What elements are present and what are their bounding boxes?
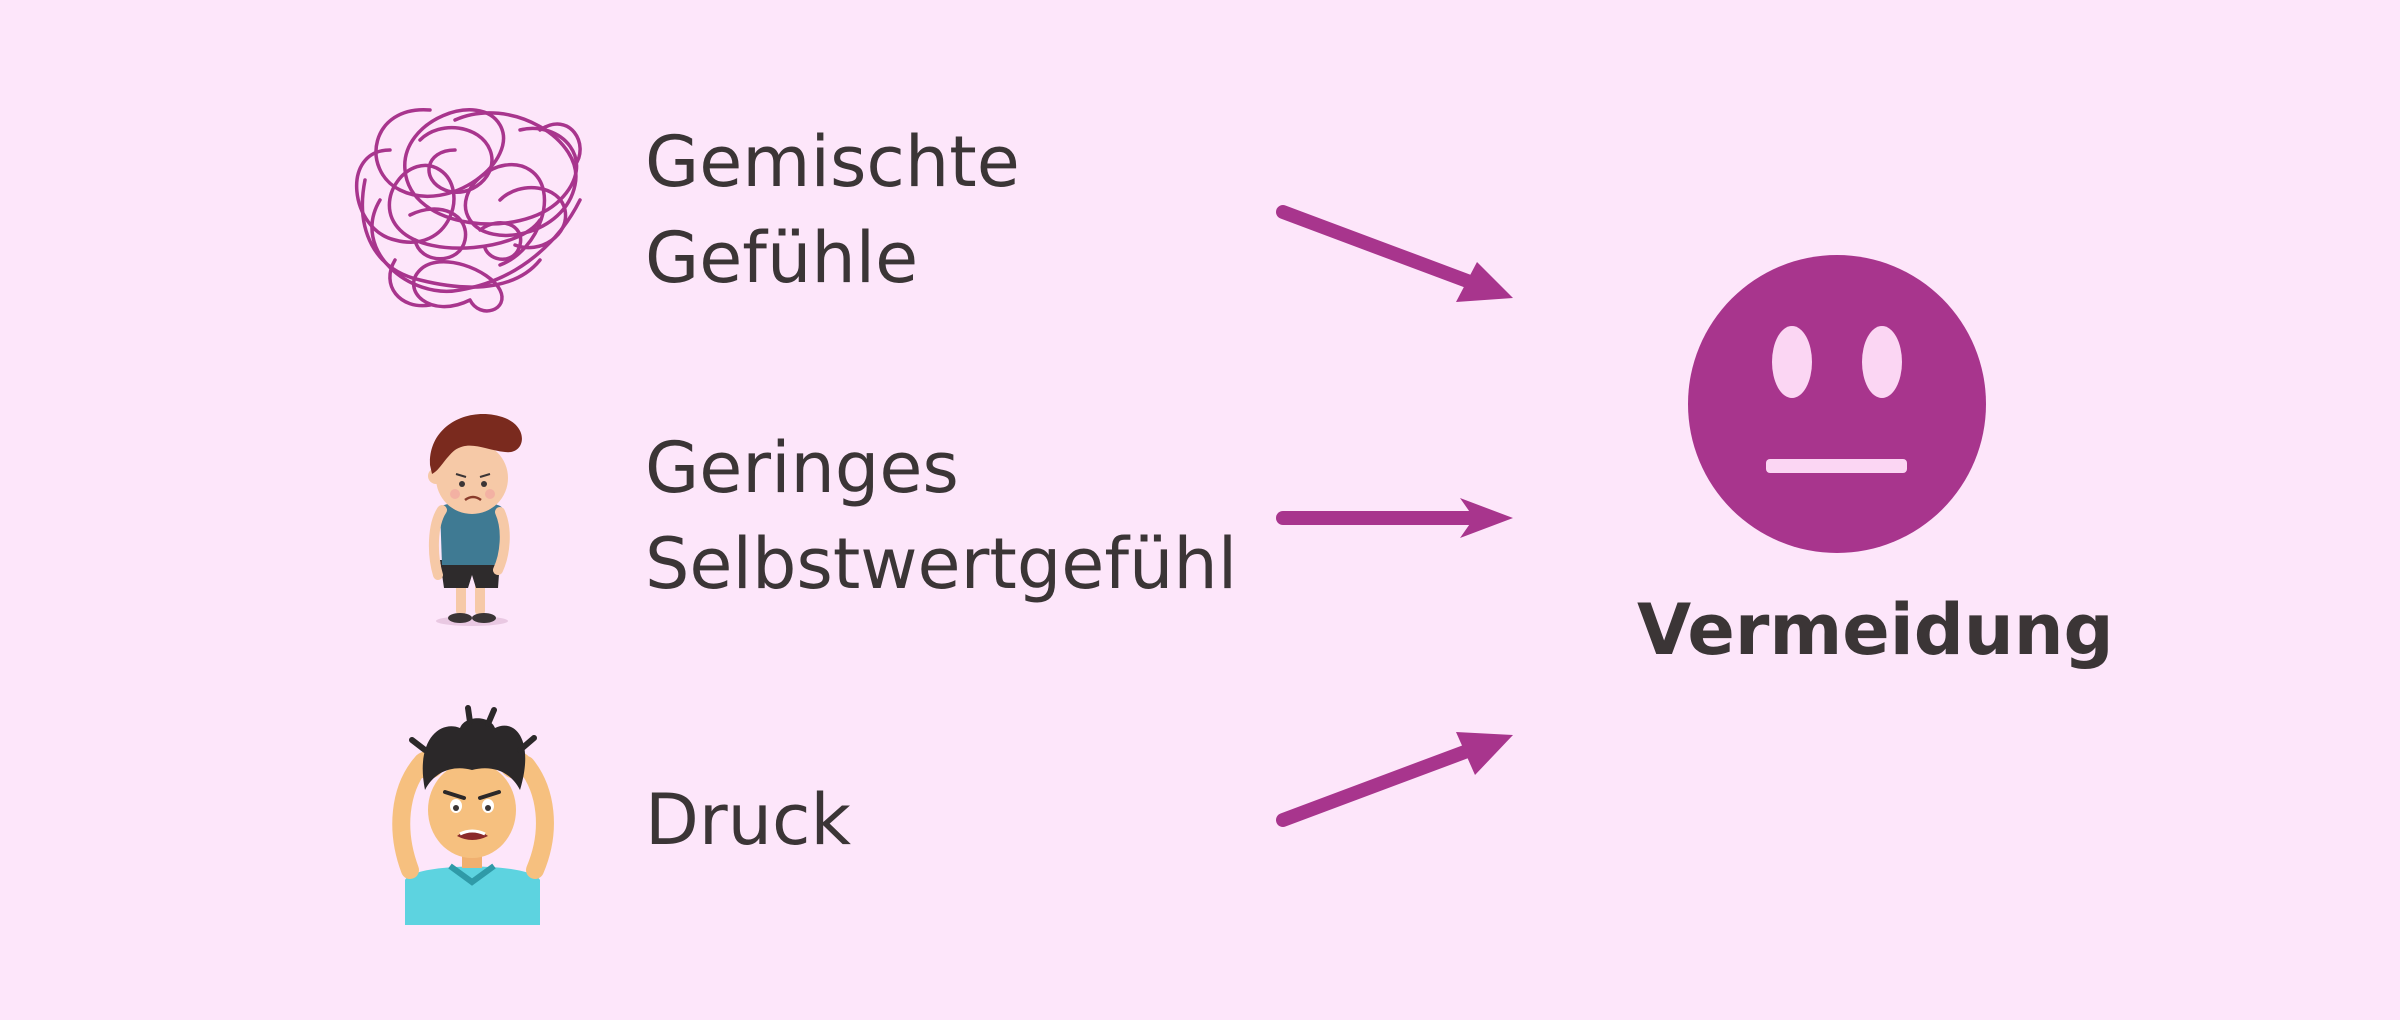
cause-label-low-self-esteem: Geringes Selbstwertgefühl bbox=[645, 420, 1237, 612]
result-label: Vermeidung bbox=[1637, 589, 2114, 671]
cause-label-line: Selbstwertgefühl bbox=[645, 523, 1238, 605]
cause-label-line: Gemischte bbox=[645, 121, 1020, 203]
tangled-scribble-icon bbox=[355, 108, 582, 313]
cause-label-pressure: Druck bbox=[645, 772, 851, 868]
cause-label-line: Druck bbox=[645, 779, 852, 861]
shy-boy-icon bbox=[428, 414, 522, 626]
cause-label-mixed-feelings: Gemischte Gefühle bbox=[645, 114, 1020, 306]
arrow-bottom bbox=[1276, 732, 1513, 827]
stressed-man-icon bbox=[392, 705, 554, 925]
cause-label-line: Geringes bbox=[645, 427, 959, 509]
neutral-face-icon bbox=[1688, 255, 1986, 553]
arrow-top bbox=[1276, 205, 1513, 302]
arrow-middle bbox=[1276, 498, 1513, 538]
cause-label-line: Gefühle bbox=[645, 217, 919, 299]
